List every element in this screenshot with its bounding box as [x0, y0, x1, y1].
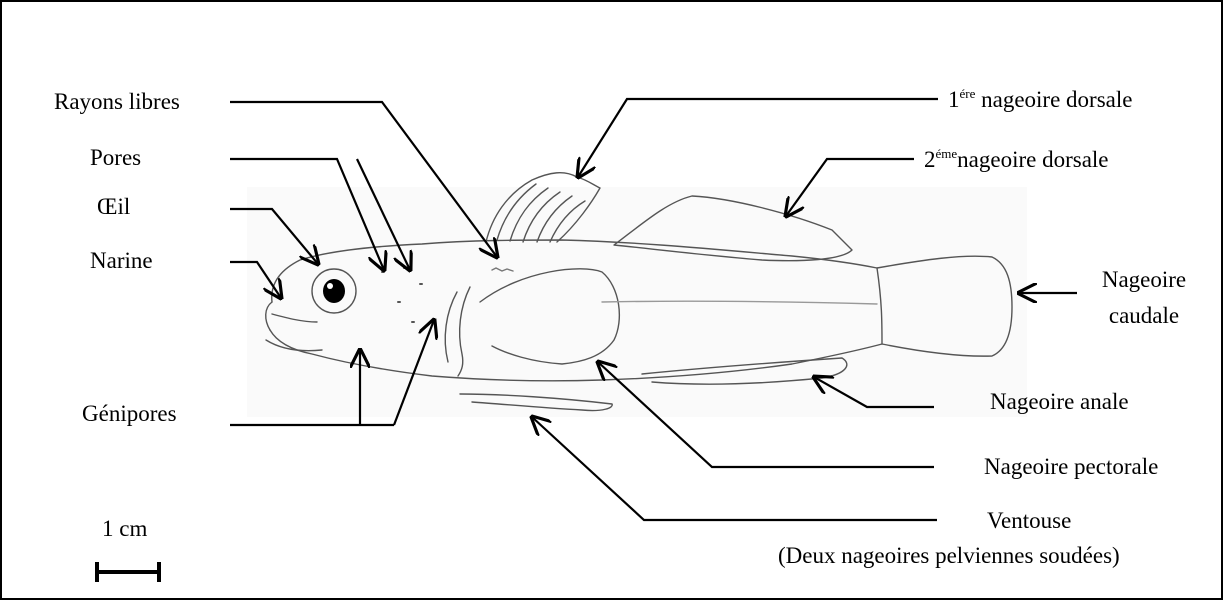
- label-first-dorsal: 1ére nageoire dorsale: [948, 88, 1132, 111]
- label-ventouse-note: (Deux nageoires pelviennes soudées): [778, 544, 1120, 567]
- label-narine: Narine: [90, 249, 153, 272]
- label-second-dorsal: 2émenageoire dorsale: [924, 148, 1109, 171]
- label-genipores: Génipores: [82, 402, 177, 425]
- label-oeil: Œil: [97, 195, 130, 218]
- scale-bar-line: [97, 562, 159, 582]
- ventouse-leader: [532, 417, 937, 520]
- scale-bar-label: 1 cm: [102, 517, 147, 540]
- label-ventouse: Ventouse: [987, 509, 1071, 532]
- label-anale: Nageoire anale: [990, 390, 1129, 413]
- label-rayons-libres: Rayons libres: [54, 90, 180, 113]
- first-dorsal-leader: [578, 99, 938, 177]
- label-pectorale: Nageoire pectorale: [984, 455, 1158, 478]
- label-pores: Pores: [90, 146, 141, 169]
